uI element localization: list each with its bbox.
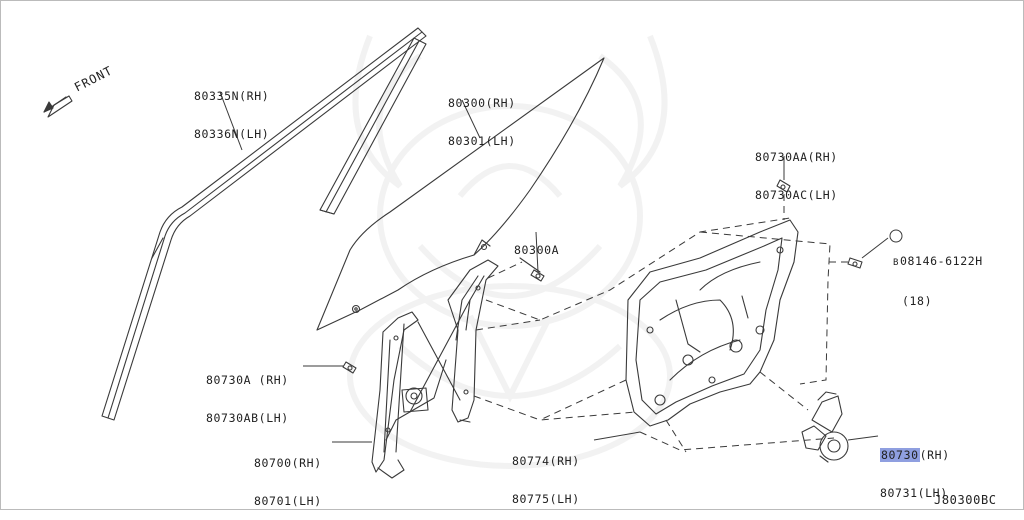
callout-side-bolt[interactable]: B08146-6122H (18): [892, 230, 983, 320]
side-bolt-qty: (18): [902, 293, 933, 308]
callout-sash[interactable]: 80335N(RH) 80336N(LH): [194, 65, 269, 153]
glass-rh: 80300(RH): [448, 96, 516, 110]
regulator-lh: 80701(LH): [254, 493, 322, 508]
front-arrow-icon: [43, 95, 73, 118]
window-motor: [801, 391, 849, 463]
leader-glass-bolt: [535, 231, 539, 273]
callout-motor[interactable]: 80730(RH) 80731(LH): [880, 424, 950, 512]
callout-regulator-bolt[interactable]: 80730A (RH) 80730AB(LH): [206, 349, 289, 437]
motor-lh: 80731(LH): [880, 485, 948, 500]
top-bolt-lh: 80730AC(LH): [755, 187, 838, 202]
glass-lh: 80301(LH): [448, 133, 516, 148]
module-lh: 80775(LH): [512, 491, 580, 506]
watermark-emblem: [347, 34, 673, 469]
regulator-bolt-lh: 80730AB(LH): [206, 410, 289, 425]
top-bolt-rh: 80730AA(RH): [755, 150, 838, 164]
sash-lh: 80336N(LH): [194, 126, 270, 141]
motor-rh-code: 80730: [880, 448, 920, 462]
regulator-bolt: [342, 361, 357, 374]
window-regulator: [371, 259, 499, 479]
regulator-bolt-rh: 80730A (RH): [206, 373, 289, 387]
callout-glass-bolt[interactable]: 80300A: [514, 219, 559, 269]
panel-bolt-top: [776, 179, 791, 193]
leader-glass: [461, 99, 481, 139]
glass-bolt: [519, 257, 545, 282]
diagram-code: J80300BC: [934, 493, 997, 507]
motor-rh-suffix: (RH): [919, 448, 950, 462]
leader-sash: [219, 91, 243, 151]
window-glass: [316, 57, 605, 331]
glass-bolt-code: 80300A: [514, 243, 560, 257]
regulator-rh: 80700(RH): [254, 456, 322, 470]
leader-motor: [847, 435, 879, 441]
circled-b-icon: [889, 229, 903, 243]
side-bolt-prefix: B: [892, 258, 900, 268]
callout-regulator[interactable]: 80700(RH) 80701(LH): [254, 432, 322, 520]
callout-top-bolt[interactable]: 80730AA(RH) 80730AC(LH): [755, 126, 838, 214]
panel-bolt-side: [847, 257, 863, 269]
callout-glass[interactable]: 80300(RH) 80301(LH): [448, 72, 516, 160]
sash-rh: 80335N(RH): [194, 89, 270, 103]
leader-side-bolt: [861, 237, 889, 259]
leader-module: [593, 431, 641, 441]
callout-module-panel[interactable]: 80774(RH) 80775(LH): [512, 430, 580, 518]
module-rh: 80774(RH): [512, 454, 580, 468]
door-module-panel: [625, 219, 799, 427]
side-bolt-code: 08146-6122H: [900, 254, 983, 268]
door-sash-channel: [101, 27, 427, 421]
